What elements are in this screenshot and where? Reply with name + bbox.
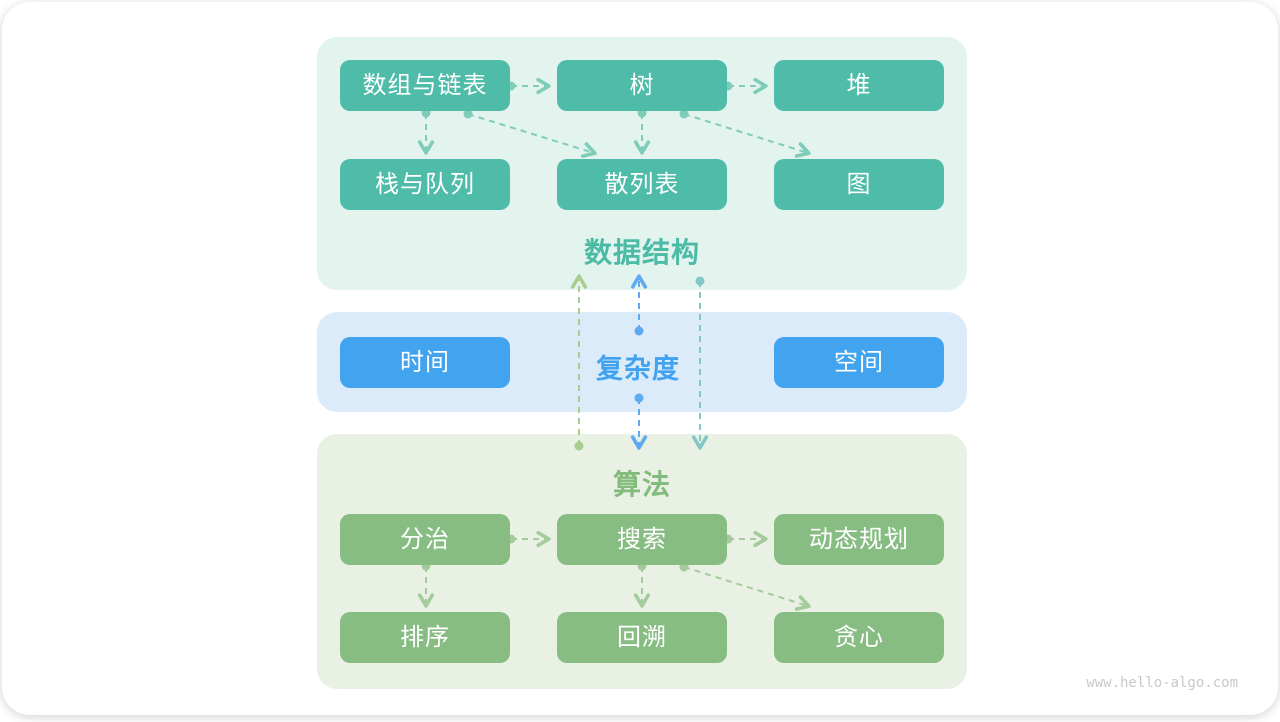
watermark-url: www.hello-algo.com xyxy=(1086,675,1238,691)
node-heap: 堆 xyxy=(774,60,944,111)
node-hash-table: 散列表 xyxy=(557,159,727,210)
node-backtracking: 回溯 xyxy=(557,612,727,663)
section-title-complexity: 复杂度 xyxy=(596,354,680,385)
node-greedy: 贪心 xyxy=(774,612,944,663)
node-space: 空间 xyxy=(774,337,944,388)
node-stack-queue: 栈与队列 xyxy=(340,159,510,210)
node-time: 时间 xyxy=(340,337,510,388)
section-title-algorithms: 算法 xyxy=(612,468,671,501)
node-search: 搜索 xyxy=(557,514,727,565)
node-tree: 树 xyxy=(557,60,727,111)
node-sorting: 排序 xyxy=(340,612,510,663)
node-dynamic-programming: 动态规划 xyxy=(774,514,944,565)
section-title-data-structures: 数据结构 xyxy=(583,236,700,269)
node-graph: 图 xyxy=(774,159,944,210)
node-divide-conquer: 分治 xyxy=(340,514,510,565)
node-arrays-linked-lists: 数组与链表 xyxy=(340,60,510,111)
